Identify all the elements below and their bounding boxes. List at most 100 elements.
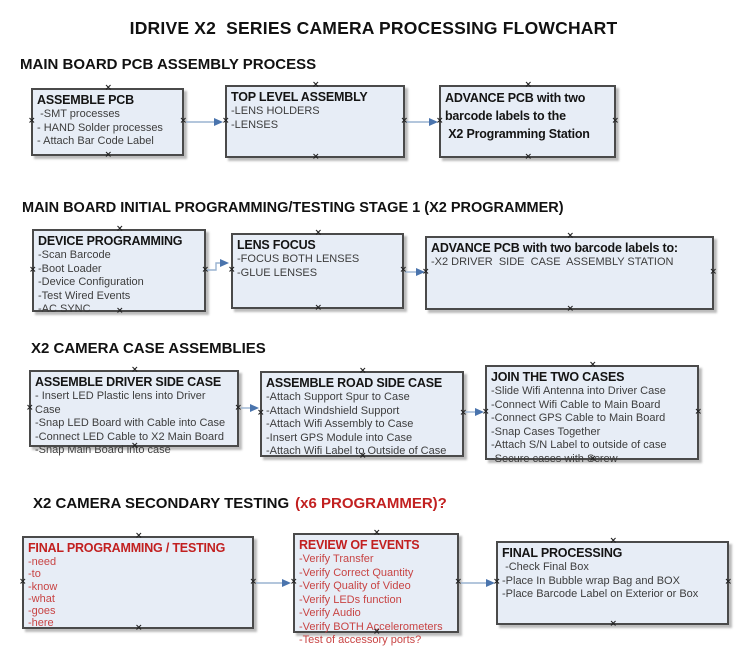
box-item: -what [28, 592, 55, 605]
box-title: LENS FOCUS [237, 238, 316, 252]
connector-handle: × [222, 115, 230, 126]
connector-handle: × [290, 577, 298, 587]
connector-handle: × [314, 303, 323, 313]
connector-handle: × [234, 402, 242, 413]
connector-handle: × [359, 451, 367, 461]
flow-box-advance-pcb-driver-station[interactable]: ADVANCE PCB with two barcode labels to: … [422, 231, 717, 314]
connector-handle: × [104, 83, 113, 93]
box-title: FINAL PROCESSING [502, 546, 623, 560]
box-item: -FOCUS BOTH LENSES [237, 253, 360, 265]
flow-box-advance-pcb-station[interactable]: ADVANCE PCB with two barcode labels to t… [436, 80, 619, 162]
connector-handle: × [373, 528, 381, 538]
box-item: - HAND Solder processes [37, 121, 163, 134]
connector-handle: × [493, 577, 501, 587]
connector-handle: × [314, 228, 323, 238]
connector-handle: × [611, 115, 619, 126]
connector-handle: × [400, 115, 408, 126]
box-item: -GLUE LENSES [237, 266, 318, 279]
box-item: -Attach S/N Label to outside of case [491, 439, 667, 451]
connector-handle: × [29, 264, 37, 275]
connector-handle: × [589, 454, 597, 464]
box-item: -Attach Windshield Support [266, 404, 400, 417]
connector-handle: × [724, 577, 732, 587]
box-title: ASSEMBLE PCB [37, 93, 134, 107]
section-heading-pcb-assembly: MAIN BOARD PCB ASSEMBLY PROCESS [20, 56, 317, 73]
box-item: -Attach Support Spur to Case [266, 391, 410, 403]
box-item: -X2 DRIVER SIDE CASE ASSEMBLY STATION [431, 256, 674, 268]
section-heading-case-assemblies: X2 CAMERA CASE ASSEMBLIES [31, 340, 266, 357]
flow-box-join-two-cases[interactable]: JOIN THE TWO CASES -Slide Wifi Antenna i… [482, 360, 702, 465]
connector-handle: × [709, 267, 717, 277]
connector-handle: × [566, 304, 575, 314]
box-item: -to [28, 568, 41, 581]
connector-handle: × [104, 150, 113, 160]
connector-handle: × [399, 265, 407, 275]
box-item: -Connect LED Cable to X2 Main Board [35, 430, 224, 443]
flow-box-top-level-assembly[interactable]: TOP LEVEL ASSEMBLY -LENS HOLDERS -LENSES… [222, 80, 408, 162]
flow-box-final-processing[interactable]: FINAL PROCESSING -Check Final Box -Place… [493, 536, 732, 629]
box-item: -Attach Wifi Label to Outside of Case [266, 445, 447, 457]
connector-handle: × [135, 623, 143, 633]
flow-box-lens-focus[interactable]: LENS FOCUS -FOCUS BOTH LENSES -GLUE LENS… [228, 228, 407, 313]
box-title: ADVANCE PCB with two barcode labels to: [431, 241, 678, 255]
connector-handle: × [422, 267, 430, 277]
connector-handle: × [436, 115, 444, 126]
box-item-overflow: -Test of accessory ports? [299, 634, 422, 646]
connector-handle: × [26, 402, 34, 413]
connector-handle: × [609, 619, 618, 629]
connector-handle: × [524, 152, 533, 162]
connector-handle: × [116, 224, 124, 234]
box-item: -Check Final Box [502, 561, 589, 573]
connector-handle: × [482, 406, 490, 417]
box-item: - Attach Bar Code Label [37, 135, 154, 147]
box-item: -Device Configuration [38, 276, 144, 288]
box-item: -Verify Transfer [299, 553, 374, 565]
connector-handle: × [373, 627, 381, 637]
box-title: FINAL PROGRAMMING / TESTING [28, 541, 226, 555]
connector-handle: × [312, 80, 320, 90]
box-title: DEVICE PROGRAMMING [38, 234, 183, 248]
connector-handle: × [454, 577, 462, 587]
connector-handle: × [694, 406, 702, 417]
box-item: -Insert GPS Module into Case [266, 431, 413, 444]
flow-box-device-programming[interactable]: DEVICE PROGRAMMING -Scan Barcode -Boot L… [29, 224, 209, 316]
section-heading-secondary-testing: X2 CAMERA SECONDARY TESTING (x6 PROGRAMME… [33, 495, 447, 512]
flow-box-assemble-road-case[interactable]: ASSEMBLE ROAD SIDE CASE -Attach Support … [257, 366, 467, 461]
flow-box-assemble-pcb[interactable]: ASSEMBLE PCB -SMT processes - HAND Solde… [28, 83, 187, 160]
box-title: JOIN THE TWO CASES [491, 370, 625, 384]
connector-handle: × [609, 536, 618, 546]
box-item: -goes [28, 605, 56, 618]
box-item: -need [28, 556, 57, 568]
box-item: -Attach Wifi Assembly to Case [266, 418, 414, 430]
box-item: - Insert LED Plastic lens into Driver Ca… [35, 390, 209, 416]
connector-handle: × [28, 116, 36, 126]
flow-box-review-of-events[interactable]: REVIEW OF EVENTS -Verify Transfer -Verif… [290, 528, 462, 647]
box-item: -Boot Loader [38, 262, 102, 275]
flow-arrow-device-programming-to-lens-focus[interactable] [207, 259, 229, 271]
box-item: -Verify LEDs function [299, 593, 402, 606]
connector-handle: × [566, 231, 575, 241]
box-item: -Secure cases with Screw [491, 452, 618, 465]
heading-black-part: X2 CAMERA SECONDARY TESTING [33, 495, 290, 512]
connector-handle: × [131, 365, 139, 375]
box-item: -Verify BOTH Accelerometers [299, 620, 443, 633]
connector-handle: × [359, 366, 367, 376]
connector-handle: × [524, 80, 533, 90]
connector-handle: × [589, 360, 597, 370]
box-item: -Verify Correct Quantity [299, 566, 414, 579]
connector-handle: × [116, 306, 124, 316]
flow-box-assemble-driver-case[interactable]: ASSEMBLE DRIVER SIDE CASE - Insert LED P… [26, 365, 242, 457]
connector-handle: × [201, 264, 209, 275]
box-item: -Verify Quality of Video [299, 580, 411, 592]
connector-handle: × [131, 441, 139, 451]
connector-handle: × [228, 265, 236, 275]
flow-box-final-programming[interactable]: FINAL PROGRAMMING / TESTING -need -to -k… [19, 532, 257, 633]
box-item: -LENSES [231, 118, 279, 131]
heading-red-part: (x6 PROGRAMMER)? [295, 495, 447, 512]
page-title: IDRIVE X2 SERIES CAMERA PROCESSING FLOWC… [129, 18, 618, 38]
box-item: -AC SYNC [38, 303, 91, 315]
box-item: -Slide Wifi Antenna into Driver Case [491, 385, 666, 397]
box-item: -Connect GPS Cable to Main Board [491, 412, 666, 424]
